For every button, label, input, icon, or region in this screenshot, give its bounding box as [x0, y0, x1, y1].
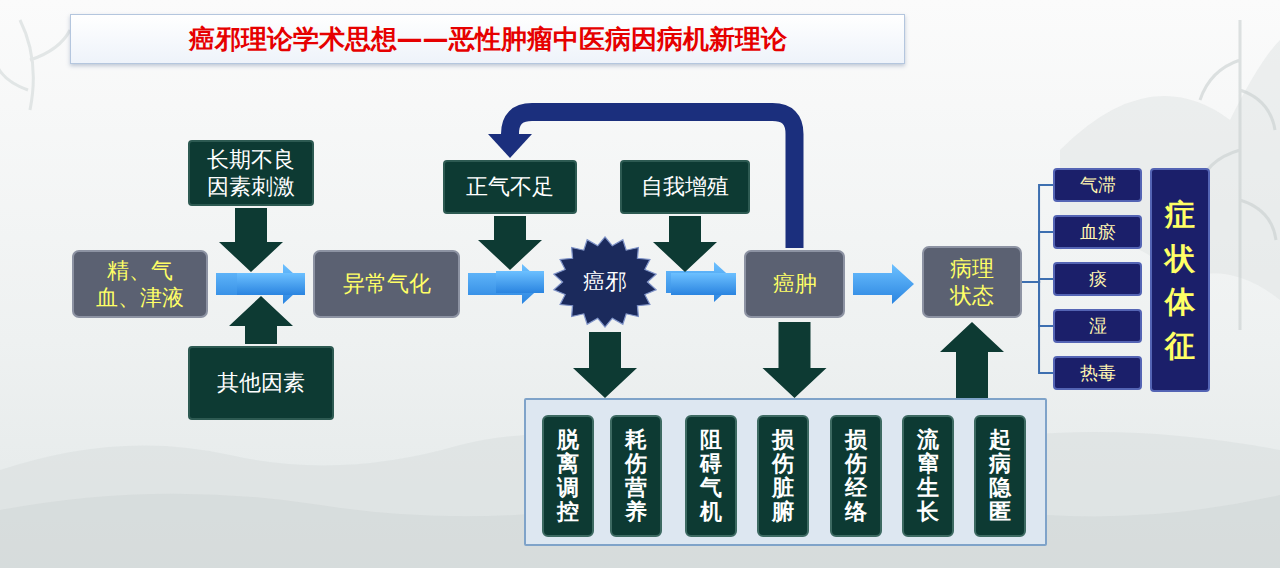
- node-label: 病理 状态: [944, 255, 1000, 310]
- node-label: 阻碍气机: [700, 428, 722, 525]
- connector: [1022, 232, 1053, 282]
- block-arrow: [219, 208, 283, 272]
- connector: [1022, 282, 1053, 373]
- process-box: 病理 状态: [922, 246, 1022, 318]
- node-label: 流窜生长: [917, 428, 939, 525]
- effect-box: 耗伤营养: [610, 415, 662, 537]
- block-arrow: [666, 262, 736, 302]
- bracket-line: [1022, 185, 1053, 282]
- symptom-box: 症状体征: [1150, 168, 1210, 392]
- block-arrow: [940, 322, 1004, 398]
- process-box: 癌肿: [744, 250, 845, 318]
- node-label: 自我增殖: [641, 173, 729, 201]
- block-arrow: [573, 332, 637, 398]
- arrow-shaft: [496, 271, 544, 293]
- effect-box: 脱离调控: [542, 415, 594, 537]
- bracket-line: [1022, 232, 1053, 282]
- connector: [229, 273, 305, 344]
- bracket-line: [1022, 282, 1053, 373]
- factor-box: 自我增殖: [620, 160, 750, 214]
- node-label: 起病隐匿: [989, 428, 1011, 525]
- burst-outline: [554, 237, 656, 327]
- connector: [1022, 282, 1053, 326]
- node-label: 血瘀: [1080, 221, 1116, 244]
- connector: [653, 216, 736, 295]
- block-arrow: [468, 264, 544, 304]
- connector: [853, 264, 914, 304]
- node-label: 耗伤营养: [625, 428, 647, 525]
- process-box: 异常气化: [313, 250, 460, 318]
- node-label: 正气不足: [466, 173, 554, 201]
- factor-box: 其他因素: [188, 346, 334, 420]
- title-banner: 癌邪理论学术思想——恶性肿瘤中医病因病机新理论: [70, 14, 905, 64]
- node-label: 脱离调控: [557, 428, 579, 525]
- connector: [763, 322, 827, 398]
- title-text: 癌邪理论学术思想——恶性肿瘤中医病因病机新理论: [189, 23, 787, 56]
- node-label: 长期不良 因素刺激: [201, 146, 301, 201]
- factor-box: 长期不良 因素刺激: [188, 140, 314, 206]
- node-label: 癌邪: [583, 268, 627, 296]
- syndrome-box: 湿: [1053, 309, 1142, 343]
- arrow-head: [488, 134, 532, 158]
- process-box: 精、气 血、津液: [72, 250, 208, 318]
- node-label: 热毒: [1080, 362, 1116, 385]
- connector: [940, 322, 1004, 398]
- syndrome-box: 气滞: [1053, 168, 1142, 202]
- node-label: 损伤经络: [845, 428, 867, 525]
- connector: [478, 216, 544, 293]
- connector: [468, 264, 544, 304]
- node-label: 损伤脏腑: [772, 428, 794, 525]
- node-label: 气滞: [1080, 174, 1116, 197]
- block-arrow: [229, 296, 293, 344]
- node-label: 症状体征: [1165, 193, 1195, 367]
- effect-box: 流窜生长: [902, 415, 954, 537]
- connector: [573, 332, 637, 398]
- node-label: 精、气 血、津液: [92, 257, 188, 312]
- node-label: 痰: [1089, 268, 1107, 291]
- effects-panel: 脱离调控 耗伤营养 阻碍气机 损伤脏腑 损伤经络 流窜生长 起病隐匿: [524, 398, 1047, 546]
- effect-box: 损伤脏腑: [757, 415, 809, 537]
- node-label: 其他因素: [217, 369, 305, 397]
- arrow-shaft: [237, 273, 305, 295]
- block-arrow: [763, 322, 827, 398]
- factor-box: 正气不足: [443, 160, 577, 214]
- syndrome-box: 痰: [1053, 262, 1142, 296]
- bracket-line: [1022, 282, 1053, 326]
- node-label: 异常气化: [343, 270, 431, 298]
- plant: [0, 20, 70, 110]
- connector: [219, 208, 305, 295]
- block-arrow: [478, 216, 542, 270]
- arrow-shaft: [671, 273, 736, 295]
- effect-box: 起病隐匿: [974, 415, 1026, 537]
- node-label: 癌肿: [773, 270, 817, 298]
- node-label: 湿: [1089, 315, 1107, 338]
- block-arrow: [653, 216, 717, 272]
- block-arrow: [853, 264, 914, 304]
- arrow-shaft: [247, 273, 305, 295]
- effect-box: 阻碍气机: [685, 415, 737, 537]
- effect-box: 损伤经络: [830, 415, 882, 537]
- syndrome-box: 热毒: [1053, 356, 1142, 390]
- burst-node: 癌邪: [552, 236, 658, 328]
- connector: [1022, 185, 1053, 282]
- syndrome-box: 血瘀: [1053, 215, 1142, 249]
- connector: [666, 262, 736, 302]
